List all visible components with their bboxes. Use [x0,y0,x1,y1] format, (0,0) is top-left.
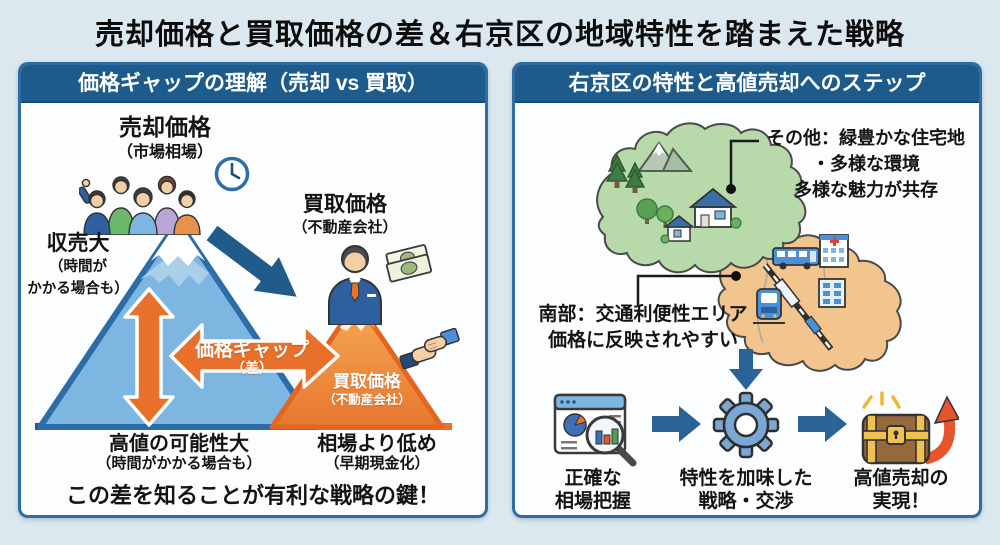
south-callout-connector [636,271,741,305]
left-panel-body: 売却価格 （市場相場） 収売大 （時間が かかる場合も） 買取価格 （不動産会社… [21,103,485,515]
seller-note-line1: 収売大 [46,232,110,255]
ukyo-district-map [596,122,902,372]
north-callout-line1: その他：緑豊かな住宅地 [767,128,965,148]
person-blue-waving [79,178,111,235]
mountain-buy-label: 買取価格 [333,372,401,391]
people-group-icon [79,175,201,235]
step3-label-line1: 高値売却の [853,468,949,489]
right-panel: 右京区の特性と高値売却へのステップ [512,62,982,518]
bottom-right-line2: （早期現金化） [324,455,430,472]
step3-label-line2: 実現！ [872,491,930,512]
south-callout-line2: 価格に反映されやすい [547,330,738,351]
money-icon [385,244,433,283]
hospital-icon [819,234,849,268]
page-title: 売却価格と買取価格の差＆右京区の地域特性を踏まえた戦略 [94,19,905,51]
right-panel-header: 右京区の特性と高値売却へのステップ [515,65,979,103]
bottom-right-line1: 相場より低め [317,433,437,455]
diagonal-flow-arrow [206,225,297,297]
businessman-icon [328,245,382,325]
north-callout-connector [726,139,759,194]
gap-sub: （差） [231,360,273,376]
left-panel: 価格ギャップの理解（売却 vs 買取） [18,62,488,518]
left-panel-header: 価格ギャップの理解（売却 vs 買取） [21,65,485,103]
house-icon-large [688,187,742,229]
flow-arrow-icon [798,406,847,442]
step2-label-line2: 戦略・交渉 [698,491,794,512]
bottom-left-line2: （時間がかかる場合も） [96,455,262,472]
person-lightblue [128,187,158,235]
step1-label-line1: 正確な [564,468,622,489]
treasure-chest-icon [861,391,959,465]
flow-arrow-icon [652,406,701,442]
railway-icon [762,263,834,351]
person-orange [173,190,201,235]
gear-icon [712,391,780,459]
sparkles [862,391,901,409]
bottom-left-line1: 高値の可能性大 [109,433,249,455]
sell-price-sub: （市場相場） [116,144,213,161]
market-analysis-icon [553,393,637,467]
person-purple [153,175,181,235]
seller-note-line3: かかる場合も） [27,281,129,297]
buy-price-label: 買取価格 [303,193,387,216]
price-gap-arrow [169,323,340,389]
buy-price-sub: （不動産会社） [292,219,398,236]
train-icon [753,288,785,324]
office-building-icon [818,278,846,308]
left-panel-footer: この差を知ることが有利な戦略の鍵！ [65,483,440,508]
pine-trees-icon [605,153,646,193]
step2-label-line1: 特性を加味した [679,468,813,489]
south-callout-line1: 南部：交通利便性エリア [538,304,748,325]
vertical-range-arrow [123,287,175,427]
handshake-icon [399,327,460,370]
north-callout-line2: ・多様な環境 [812,154,920,174]
sell-price-label: 売却価格 [119,114,211,140]
person-green [107,176,135,235]
house-icon-small [660,215,696,244]
right-panel-body: その他：緑豊かな住宅地 ・多様な環境 多様な魅力が共存 南部：交通利便性エリア … [515,103,979,515]
blue-mountain [37,218,319,430]
step1-label-line2: 相場把握 [554,491,631,512]
gap-label: 価格ギャップ [194,340,309,361]
clock-icon [214,156,250,192]
trees-icon [636,198,674,227]
mountains-icon [637,141,694,172]
bus-icon [772,247,820,270]
seller-note-line2: （時間が [49,259,107,275]
down-arrow-icon [729,349,763,390]
mountain-buy-sub: （不動産会社） [323,393,411,407]
north-callout-line3: 多様な魅力が共存 [794,180,938,200]
